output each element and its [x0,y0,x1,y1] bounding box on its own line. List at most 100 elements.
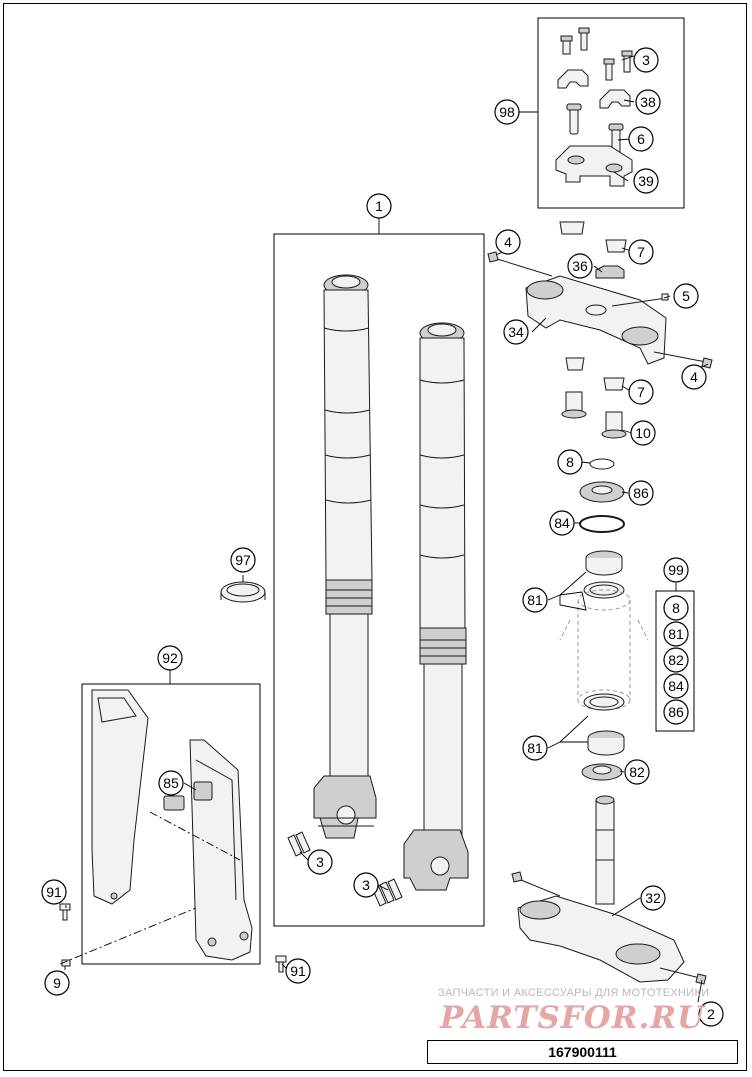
fork-leg-right [403,322,469,891]
kit-99-item-86: 86 [663,699,689,725]
svg-text:3: 3 [362,877,370,893]
svg-text:32: 32 [645,890,661,906]
callout-9: 9 [44,970,70,996]
seal-82 [581,763,623,781]
svg-text:8: 8 [672,600,680,616]
callout-1: 1 [366,193,392,219]
drawing-frame [3,3,747,1071]
kit-99-item-82: 82 [663,647,689,673]
svg-text:3: 3 [642,52,650,68]
svg-text:84: 84 [668,678,684,694]
callout-10: 10 [630,420,656,446]
svg-text:10: 10 [635,425,651,441]
svg-text:91: 91 [290,963,306,979]
svg-text:1: 1 [375,198,383,214]
upper-triple-clamp [487,221,713,369]
dust-seal-86 [579,481,625,503]
callout-7-upper: 7 [628,239,654,265]
svg-text:9: 9 [53,975,61,991]
callout-84: 84 [549,510,575,536]
svg-text:81: 81 [527,740,543,756]
svg-text:36: 36 [572,258,588,274]
svg-text:99: 99 [668,562,684,578]
svg-text:2: 2 [707,1006,715,1022]
svg-text:82: 82 [629,764,645,780]
assembly-line-b [149,811,241,861]
svg-text:34: 34 [508,324,524,340]
lower-triple-clamp [511,795,707,985]
svg-text:4: 4 [690,369,698,385]
svg-text:91: 91 [46,884,62,900]
callout-7-lower: 7 [628,379,654,405]
callout-3-left: 3 [307,849,333,875]
callout-4-upper: 4 [495,229,521,255]
kit-98-box [537,17,685,209]
callout-91-right: 91 [285,958,311,984]
watermark-caption: ЗАПЧАСТИ И АКСЕССУАРЫ ДЛЯ МОТОТЕХНИКИ [438,987,710,999]
callout-36: 36 [567,253,593,279]
svg-text:39: 39 [638,173,654,189]
callout-6: 6 [628,126,654,152]
svg-text:81: 81 [527,592,543,608]
callout-5: 5 [673,283,699,309]
leader-lines [64,55,709,1003]
callout-81-upper: 81 [522,587,548,613]
callout-39: 39 [633,168,659,194]
watermark-logo: PARTSFOR.RU [440,1000,706,1036]
kit-99-item-81: 81 [663,621,689,647]
bearing-81-lower [583,693,625,756]
protector-screws [59,903,287,973]
svg-text:85: 85 [163,775,179,791]
bearing-81-upper [583,550,625,599]
fork-leg-left [313,274,377,839]
steering-bushes [561,357,627,439]
svg-text:6: 6 [637,131,645,147]
o-ring-8 [589,458,615,470]
callout-98: 98 [494,99,520,125]
kit-99-item-84: 84 [663,673,689,699]
callout-85: 85 [158,770,184,796]
callout-3-top: 3 [633,47,659,73]
callout-81-lower: 81 [522,735,548,761]
svg-text:38: 38 [640,94,656,110]
callout-82: 82 [624,759,650,785]
kit-99-item-8: 8 [663,595,689,621]
callout-97: 97 [230,547,256,573]
callout-8: 8 [557,449,583,475]
callout-92: 92 [157,645,183,671]
svg-text:86: 86 [668,704,684,720]
frame-head-tube-ghost [559,589,649,711]
svg-text:82: 82 [668,652,684,668]
svg-text:8: 8 [566,454,574,470]
svg-text:97: 97 [235,552,251,568]
ring-97 [220,581,266,603]
fork-protectors [91,689,253,961]
axle-clamp-bolts [287,831,403,907]
svg-text:86: 86 [633,485,649,501]
assembly-line-a [59,907,197,965]
callout-32: 32 [640,885,666,911]
svg-text:7: 7 [637,244,645,260]
callout-99: 99 [663,557,689,583]
callout-38: 38 [635,89,661,115]
svg-text:84: 84 [554,515,570,531]
svg-text:92: 92 [162,650,178,666]
fork-protector-box [81,683,261,965]
callout-3-right: 3 [353,872,379,898]
document-number: 167900111 [427,1040,738,1064]
svg-text:5: 5 [682,288,690,304]
callout-91-left: 91 [41,879,67,905]
seal-84 [579,515,625,533]
callout-86: 86 [628,480,654,506]
callout-2: 2 [698,1001,724,1027]
kit-99-box [655,590,695,732]
document-number-text: 167900111 [548,1044,617,1060]
callout-34: 34 [503,319,529,345]
callout-4-lower: 4 [681,364,707,390]
svg-text:3: 3 [316,854,324,870]
svg-text:98: 98 [499,104,515,120]
svg-text:4: 4 [504,234,512,250]
svg-text:81: 81 [668,626,684,642]
svg-text:7: 7 [637,384,645,400]
